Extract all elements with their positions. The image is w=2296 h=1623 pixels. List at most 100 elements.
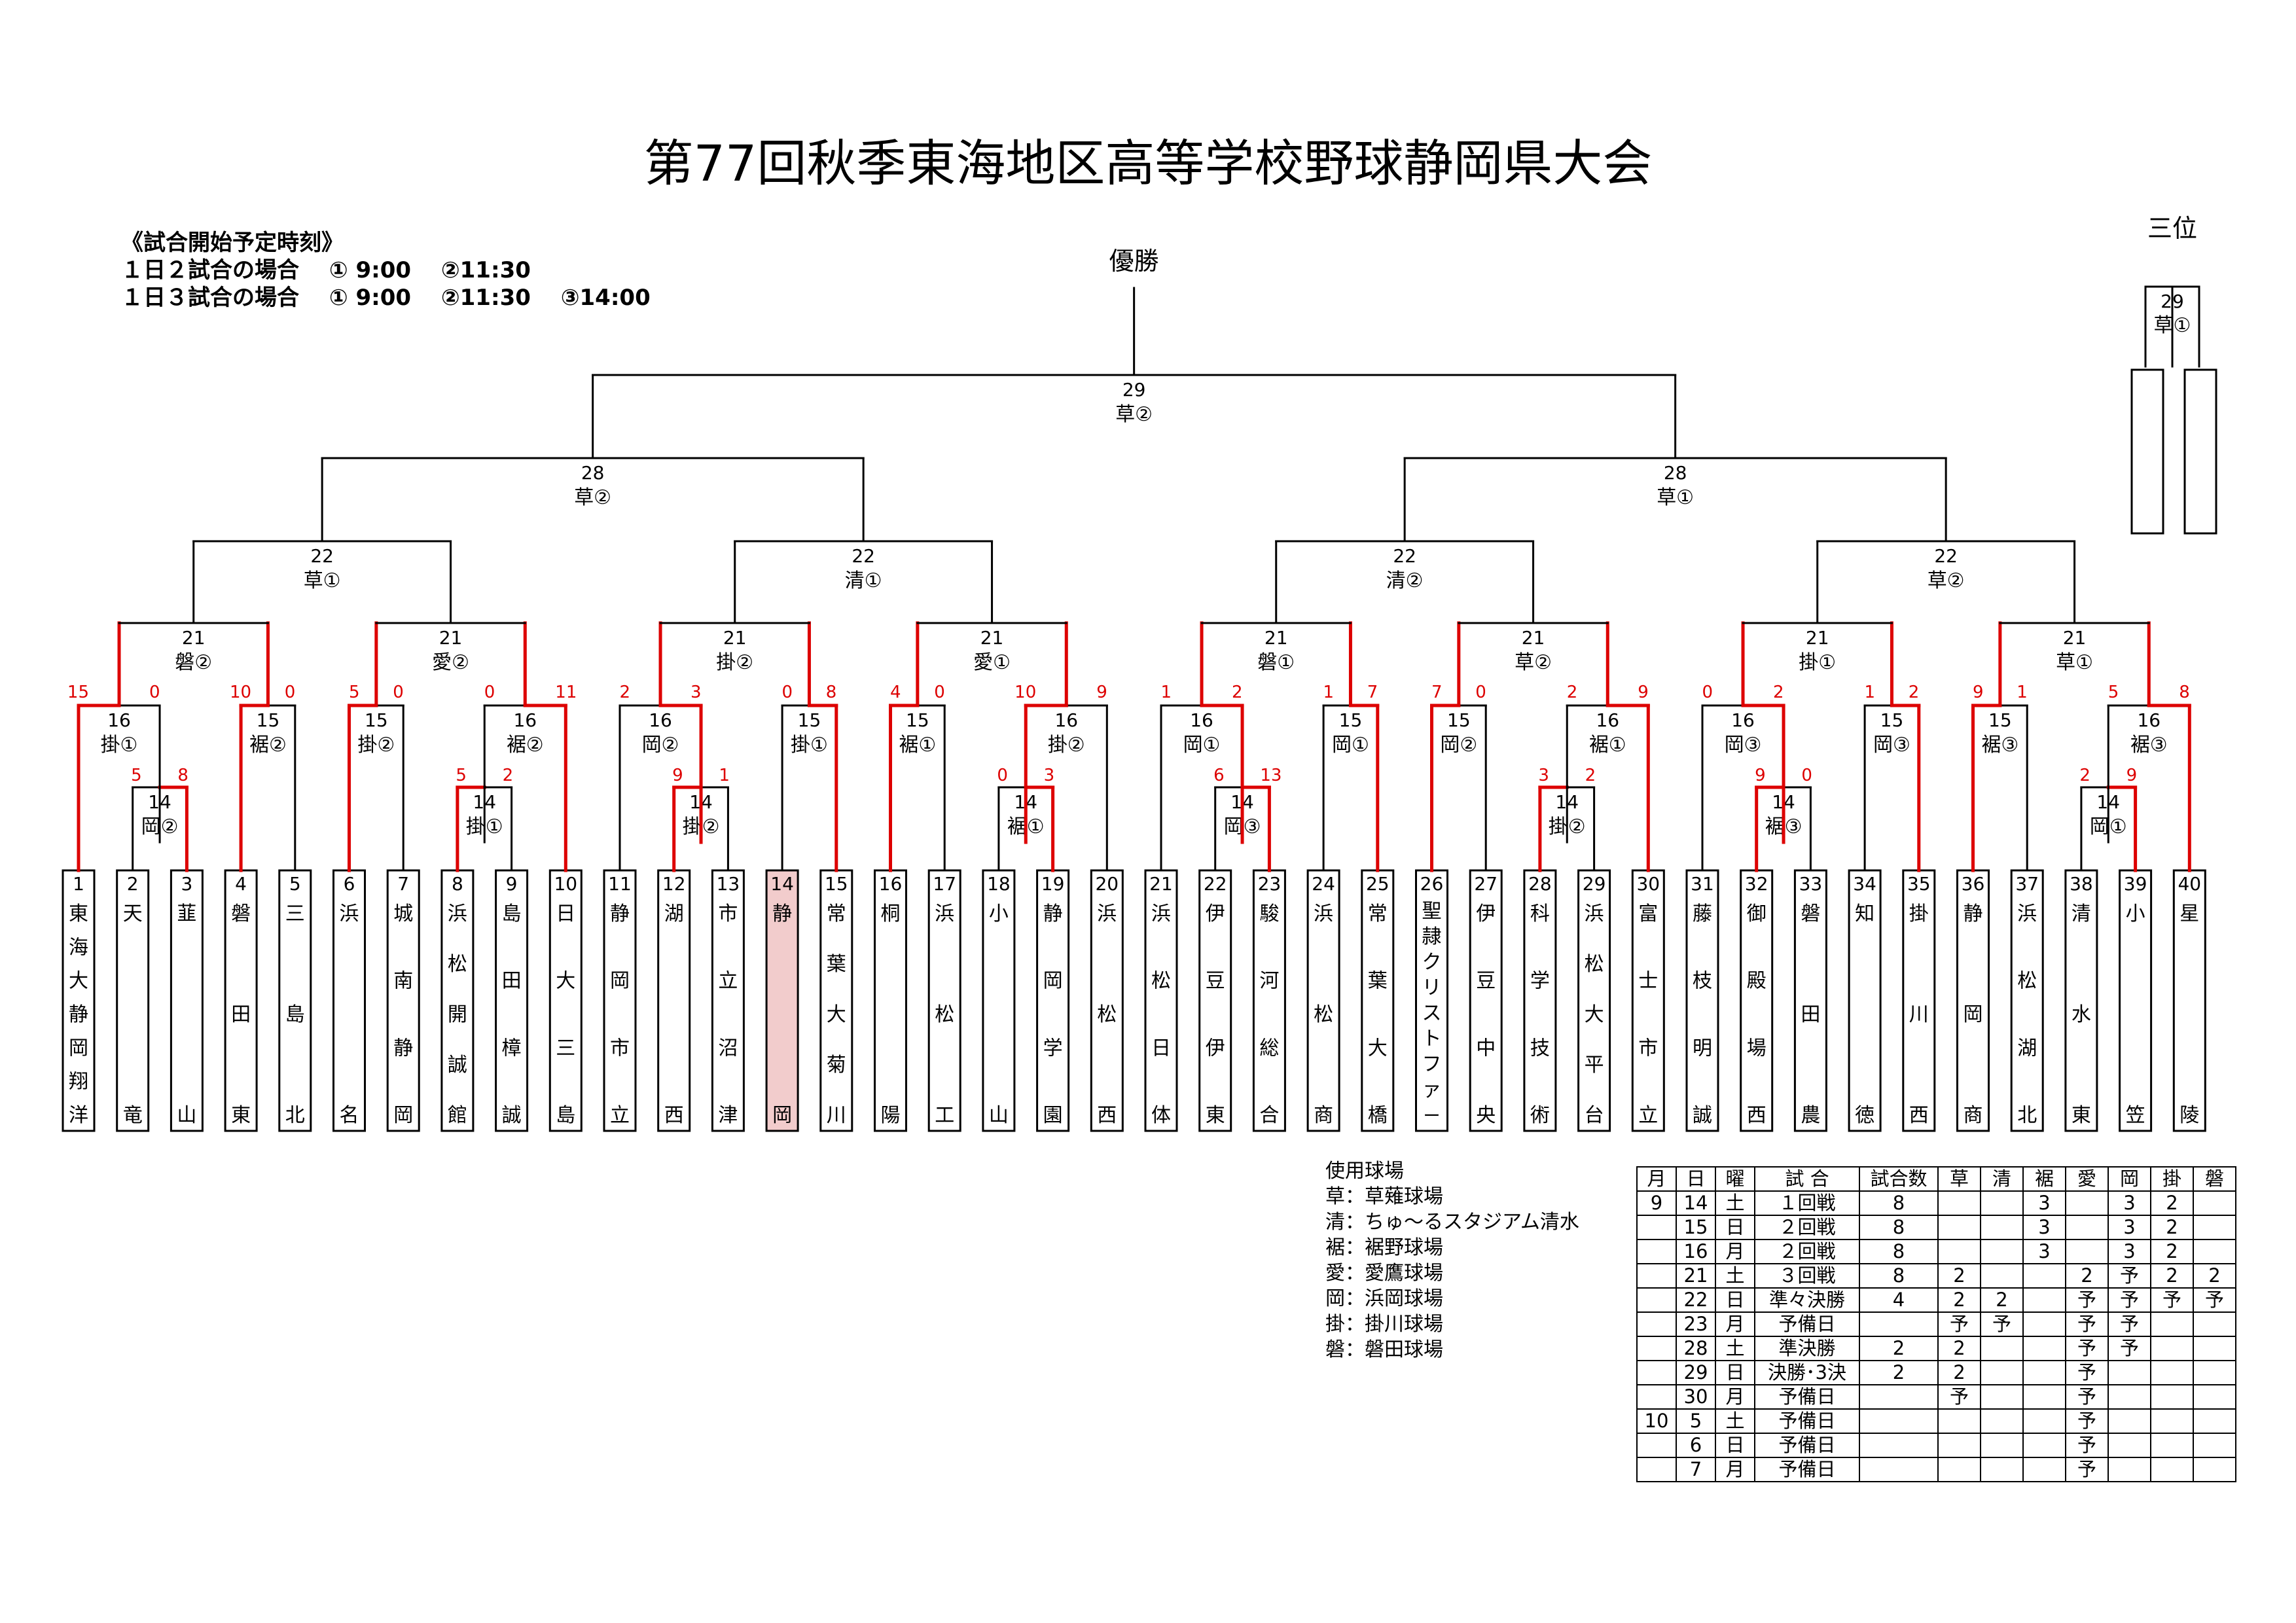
team-number: 9 <box>506 873 518 895</box>
team-name-char: 田 <box>502 970 522 993</box>
team-name-char: 湖 <box>2017 1037 2037 1060</box>
team-name-char: 西 <box>1747 1104 1767 1127</box>
schedule-cell <box>2193 1408 2236 1434</box>
round2-score: 5 <box>349 683 360 702</box>
round2-score: 5 <box>2108 683 2119 702</box>
schedule-cell: 5 <box>1676 1408 1716 1434</box>
team-name-char: 川 <box>1909 1003 1929 1026</box>
team-name-char: ァ <box>1422 1079 1442 1101</box>
schedule-cell: 2 <box>1937 1263 1981 1289</box>
team-name-char: 松 <box>1314 1003 1333 1026</box>
team-number: 3 <box>181 873 192 895</box>
round2-score: 9 <box>1638 683 1649 702</box>
round3-venue: 愛② <box>432 651 469 674</box>
team-name-char: 海 <box>69 936 88 959</box>
team-box <box>495 869 529 1132</box>
team-name-char: 総 <box>1259 1037 1279 1060</box>
round2-date: 15 <box>1339 709 1363 731</box>
schedule-cell <box>1636 1263 1677 1289</box>
schedule-cell: 準々決勝 <box>1754 1287 1860 1313</box>
team-name-char: 浜 <box>2017 902 2037 925</box>
team-box <box>1740 869 1774 1132</box>
quarterfinal-venue: 清② <box>1386 569 1424 592</box>
schedule-cell: 2 <box>1859 1360 1939 1385</box>
round1-score: 2 <box>503 766 514 785</box>
team-name-char: 日 <box>556 902 575 925</box>
team-name-char: 葉 <box>1368 970 1388 993</box>
team-name-char: 田 <box>231 1003 251 1026</box>
team-name-char: 西 <box>1909 1104 1929 1127</box>
team-name-char: ト <box>1422 1027 1442 1050</box>
team-name-char: 天 <box>123 902 143 925</box>
schedule-header-cell: 曜 <box>1715 1166 1755 1192</box>
legend-item: 裾：裾野球場 <box>1325 1236 1443 1259</box>
team-name-char: 竜 <box>123 1104 143 1127</box>
round3-date: 21 <box>723 627 747 649</box>
team-name-char: 富 <box>1638 902 1658 925</box>
schedule-cell: 8 <box>1859 1190 1939 1216</box>
team-number: 33 <box>1799 873 1823 895</box>
team-number: 30 <box>1636 873 1660 895</box>
schedule-cell: １回戦 <box>1754 1190 1860 1216</box>
round2-score: 7 <box>1431 683 1443 702</box>
schedule-cell: 土 <box>1715 1336 1755 1361</box>
team-name-char: 農 <box>1801 1104 1820 1127</box>
team-name-char: 小 <box>2126 902 2145 925</box>
quarterfinal-venue: 清① <box>845 569 882 592</box>
schedule-cell: 予 <box>2065 1287 2109 1313</box>
start-time-note: 《試合開始予定時刻》 １日２試合の場合 ① 9:00 ②11:30 １日３試合の… <box>121 229 651 312</box>
team-name-char: 松 <box>2017 970 2037 993</box>
team-name-char: 常 <box>827 902 846 925</box>
round2-date: 16 <box>107 709 131 731</box>
team-name-char: 合 <box>1259 1104 1279 1127</box>
team-name-char: 豆 <box>1476 970 1496 993</box>
round2-score: 0 <box>393 683 404 702</box>
team-name-char: 学 <box>1043 1037 1063 1060</box>
round2-score: 0 <box>934 683 945 702</box>
schedule-cell: 9 <box>1636 1190 1677 1216</box>
schedule-cell: 月 <box>1715 1384 1755 1410</box>
team-name-char: 立 <box>610 1104 630 1127</box>
round2-date: 15 <box>365 709 388 731</box>
schedule-cell: 2 <box>1937 1360 1981 1385</box>
round2-venue: 裾③ <box>2130 734 2168 757</box>
schedule-cell: 2 <box>2150 1190 2194 1216</box>
team-number: 23 <box>1258 873 1282 895</box>
team-name-char: 松 <box>448 953 467 976</box>
schedule-cell: 3 <box>2022 1190 2066 1216</box>
team-name-char: 松 <box>1151 970 1171 993</box>
schedule-cell <box>1980 1408 2024 1434</box>
team-box <box>1631 869 1665 1132</box>
schedule-cell: 8 <box>1859 1215 1939 1240</box>
schedule-cell: 予 <box>2150 1287 2194 1313</box>
team-name-char: 松 <box>1097 1003 1117 1026</box>
team-name-char: 津 <box>718 1104 738 1127</box>
team-number: 32 <box>1745 873 1768 895</box>
schedule-cell <box>2193 1433 2236 1458</box>
schedule-cell: 予 <box>1937 1311 1981 1337</box>
schedule-cell: 28 <box>1676 1336 1716 1361</box>
round2-score: 2 <box>1567 683 1578 702</box>
schedule-cell: 3 <box>2108 1215 2151 1240</box>
schedule-cell: 15 <box>1676 1215 1716 1240</box>
round2-score: 1 <box>1160 683 1172 702</box>
schedule-cell <box>2022 1457 2066 1482</box>
round1-score: 9 <box>672 766 683 785</box>
schedule-cell <box>2193 1384 2236 1410</box>
round3-venue: 愛① <box>973 651 1011 674</box>
round1-score: 2 <box>1585 766 1596 785</box>
schedule-cell: 予備日 <box>1754 1408 1860 1434</box>
quarterfinal-venue: 草② <box>1928 569 1965 592</box>
schedule-cell <box>1980 1384 2024 1410</box>
schedule-cell: 予備日 <box>1754 1384 1860 1410</box>
semifinal-date: 28 <box>581 462 605 484</box>
round1-score: 0 <box>1801 766 1812 785</box>
schedule-cell: 決勝･3決 <box>1754 1360 1860 1385</box>
schedule-cell <box>2022 1360 2066 1385</box>
round2-venue: 掛② <box>1048 734 1085 757</box>
schedule-cell <box>1980 1239 2024 1264</box>
team-box <box>711 869 745 1132</box>
team-number: 4 <box>235 873 247 895</box>
